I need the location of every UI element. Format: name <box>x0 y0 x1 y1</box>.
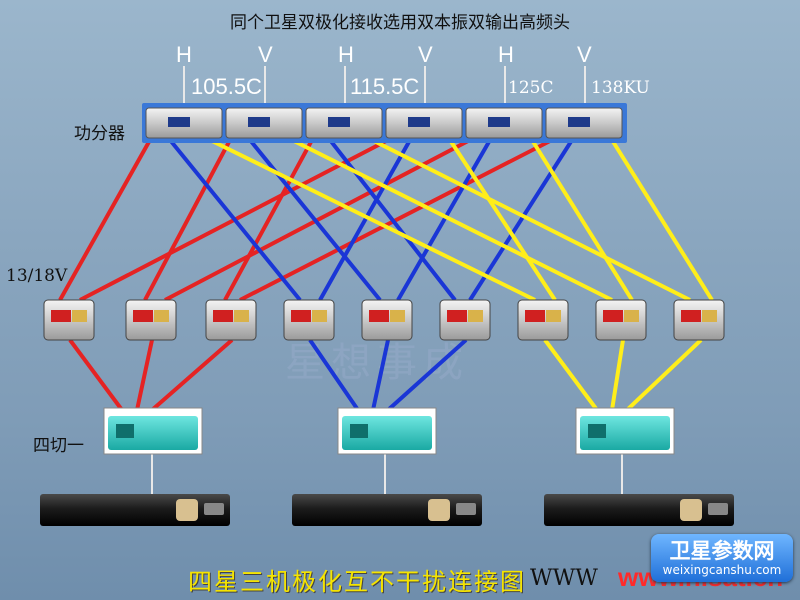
site-logo-text: 卫星参数网 <box>669 539 775 563</box>
splitter-2 <box>225 107 303 139</box>
switch-label: 四切一 <box>33 436 84 456</box>
diseqc-switch-3 <box>575 407 675 455</box>
url-prefix: WWW <box>530 566 598 591</box>
lnb4-freq: 138KU <box>591 78 650 98</box>
splitter-bank <box>142 103 627 143</box>
diplexer-6 <box>439 299 491 341</box>
diplexer-2 <box>125 299 177 341</box>
lnb3-freq: 125C <box>508 78 554 98</box>
lnb2-freq: 115.5C <box>350 74 420 99</box>
splitter-4 <box>385 107 463 139</box>
voltage-label: 13/18V <box>6 266 68 286</box>
lnb3-h-label: H <box>498 42 514 67</box>
diplexer-7 <box>517 299 569 341</box>
receiver-3 <box>544 494 734 526</box>
diplexer-5 <box>361 299 413 341</box>
lnb1-freq: 105.5C <box>191 74 262 99</box>
lnb2-v-label: V <box>418 42 433 67</box>
splitter-5 <box>465 107 543 139</box>
lnb1-v-label: V <box>258 42 273 67</box>
diseqc-switch-2 <box>337 407 437 455</box>
site-logo-badge[interactable]: 卫星参数网 weixingcanshu.com <box>651 534 793 582</box>
receiver-1 <box>40 494 230 526</box>
diagram-title: 同个卫星双极化接收选用双本振双输出高频头 <box>230 13 570 33</box>
lower-yellow-wires <box>543 338 703 412</box>
splitter-3 <box>305 107 383 139</box>
lnb1-h-label: H <box>176 42 192 67</box>
receiver-cables <box>151 453 623 494</box>
lower-red-wires <box>68 338 234 412</box>
blue-wires <box>168 138 574 302</box>
diagram-caption: 四星三机极化互不干扰连接图 <box>188 568 526 596</box>
lower-blue-wires <box>308 338 468 412</box>
diseqc-switch-1 <box>103 407 203 455</box>
diplexer-8 <box>595 299 647 341</box>
lnb2-h-label: H <box>338 42 354 67</box>
diplexer-row <box>43 299 725 341</box>
yellow-wires <box>209 138 714 302</box>
splitter-1 <box>145 107 223 139</box>
site-logo-domain: weixingcanshu.com <box>662 563 782 577</box>
diplexer-1 <box>43 299 95 341</box>
diplexer-4 <box>283 299 335 341</box>
diplexer-3 <box>205 299 257 341</box>
receiver-2 <box>292 494 482 526</box>
splitter-label: 功分器 <box>74 124 125 144</box>
splitter-6 <box>545 107 623 139</box>
diplexer-9 <box>673 299 725 341</box>
lnb3-v-label: V <box>577 42 592 67</box>
